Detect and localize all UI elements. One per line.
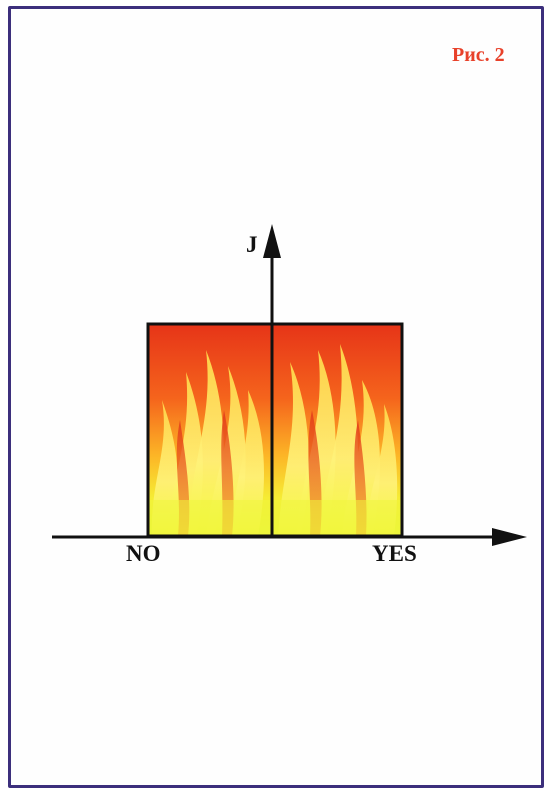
x-axis-arrow [492, 528, 527, 546]
y-axis-label: J [246, 232, 258, 257]
x-axis-right-label: YES [372, 541, 417, 566]
fire-region [148, 324, 402, 536]
x-axis-left-label: NO [126, 541, 161, 566]
figure-label: Рис. 2 [452, 44, 505, 66]
y-axis-arrow [263, 224, 281, 258]
